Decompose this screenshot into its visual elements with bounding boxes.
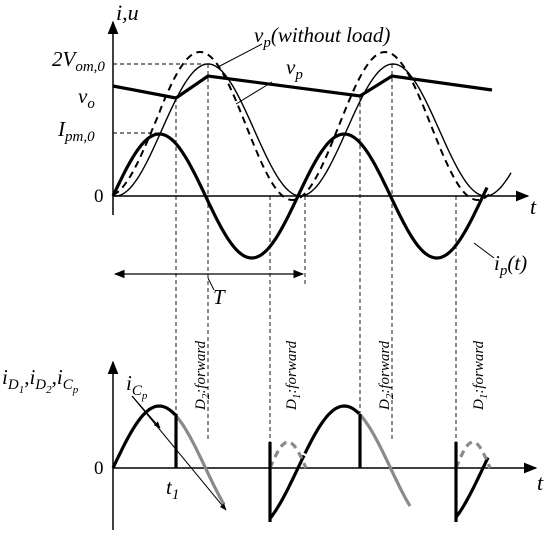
top-x-axis-label: t bbox=[530, 194, 537, 219]
period-label: T bbox=[213, 285, 226, 309]
tick-ipm-label: Ipm,0 bbox=[57, 117, 95, 145]
vp-curve bbox=[112, 50, 490, 202]
t1-label: t1 bbox=[166, 475, 179, 503]
id2-current-pulse-1 bbox=[174, 414, 226, 506]
tick-2vom-label: 2Vom,0 bbox=[52, 47, 105, 75]
icp-curve bbox=[111, 404, 490, 520]
tick-vo-label: vo bbox=[78, 84, 95, 112]
bottom-plot: iD1,iD2,iCp 0 t iCp t1 D2:forward D1:for… bbox=[2, 340, 544, 530]
bottom-x-axis-label: t bbox=[537, 470, 544, 495]
d2-forward-label-2: D2:forward bbox=[377, 340, 396, 411]
ip-curve bbox=[111, 132, 489, 260]
vo-curve bbox=[112, 74, 493, 100]
vp-label: vp bbox=[286, 55, 303, 83]
vp-no-load-leader bbox=[217, 43, 263, 68]
vp-without-load-curve bbox=[112, 63, 512, 197]
vp-no-load-label: vp(without load) bbox=[254, 23, 390, 51]
bottom-origin-label: 0 bbox=[94, 458, 104, 479]
vp-leader bbox=[235, 81, 273, 105]
guide-lines bbox=[113, 63, 457, 468]
top-plot: i,u t 0 2Vom,0 vo Ipm,0 vp(without load)… bbox=[52, 0, 537, 468]
ip-leader bbox=[473, 242, 495, 259]
top-origin-label: 0 bbox=[94, 186, 104, 207]
d1-forward-label-2: D1:forward bbox=[471, 340, 490, 411]
icp-leader-2 bbox=[131, 395, 227, 511]
d2-forward-label-1: D2:forward bbox=[193, 340, 212, 411]
ip-label: ip(t) bbox=[494, 251, 527, 279]
bottom-y-axis-label: iD1,iD2,iCp bbox=[2, 365, 79, 396]
d1-forward-label-1: D1:forward bbox=[284, 340, 303, 411]
id2-current-pulse-2 bbox=[358, 413, 412, 507]
period-label-leader bbox=[207, 277, 215, 291]
icp-label: iCp bbox=[126, 371, 148, 402]
id1-current-pulse-2 bbox=[454, 440, 492, 469]
top-y-axis-label: i,u bbox=[116, 0, 139, 25]
id1-current-pulse-1 bbox=[268, 440, 308, 469]
